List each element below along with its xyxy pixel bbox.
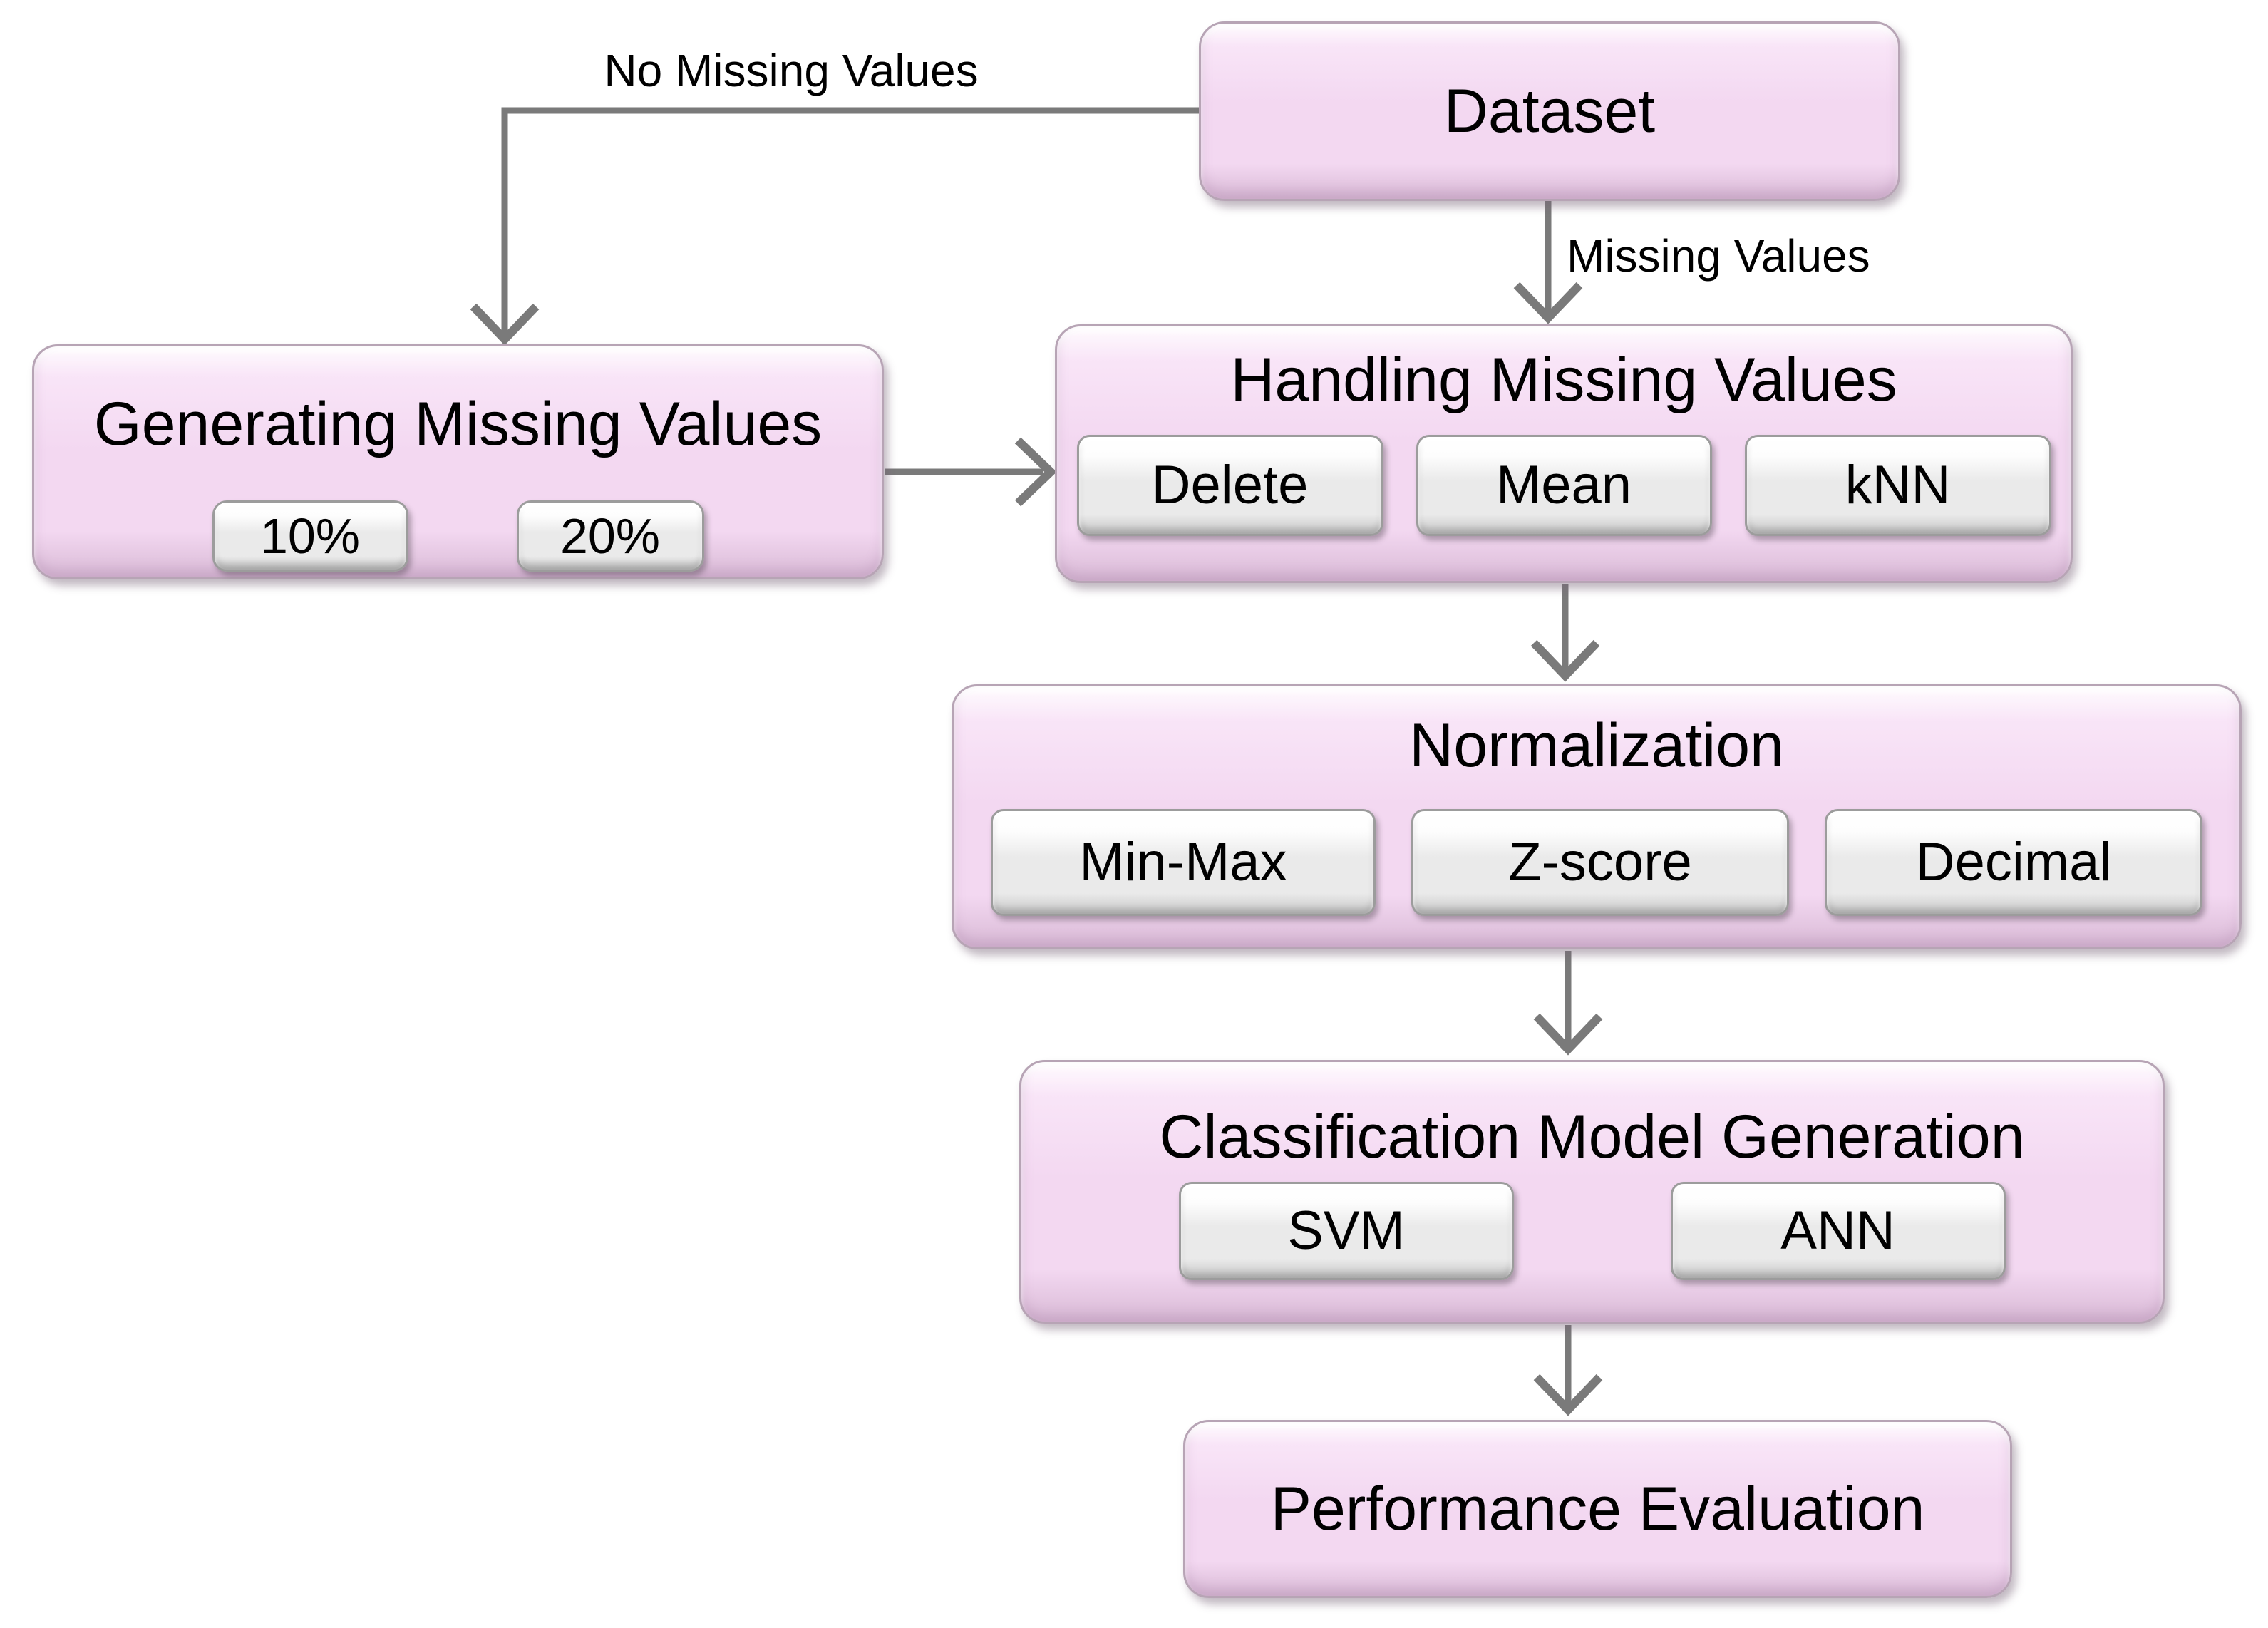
- option-min-max: Min-Max: [991, 809, 1376, 916]
- generating-options-row: 10% 20%: [212, 500, 704, 572]
- arrowhead-generating-to-handling: [1014, 437, 1057, 507]
- arrowhead-dataset-to-handling: [1513, 282, 1583, 324]
- node-classification-model-generation: Classification Model Generation SVM ANN: [1019, 1060, 2165, 1324]
- arrowhead-handling-to-normalization: [1530, 639, 1600, 682]
- option-z-score: Z-score: [1411, 809, 1789, 916]
- node-dataset-label: Dataset: [1443, 77, 1656, 145]
- option-ann: ANN: [1670, 1182, 2006, 1280]
- option-mean: Mean: [1416, 435, 1712, 536]
- classification-options-row: SVM ANN: [1178, 1182, 2006, 1280]
- node-handling-label: Handling Missing Values: [1230, 346, 1897, 414]
- node-handling-missing-values: Handling Missing Values Delete Mean kNN: [1055, 324, 2073, 583]
- option-20-percent: 20%: [516, 500, 704, 572]
- node-classification-label: Classification Model Generation: [1159, 1103, 2025, 1171]
- handling-options-row: Delete Mean kNN: [1076, 435, 2051, 536]
- arrowhead-dataset-to-generating: [470, 303, 540, 346]
- option-decimal: Decimal: [1825, 809, 2202, 916]
- node-performance-evaluation: Performance Evaluation: [1183, 1420, 2012, 1598]
- option-knn: kNN: [1744, 435, 2051, 536]
- node-generating-label: Generating Missing Values: [93, 390, 823, 458]
- arrowhead-normalization-to-classification: [1533, 1013, 1603, 1056]
- node-normalization-label: Normalization: [1409, 711, 1784, 780]
- node-generating-missing-values: Generating Missing Values 10% 20%: [32, 344, 884, 579]
- option-10-percent: 10%: [212, 500, 408, 572]
- arrow-dataset-to-generating: [501, 107, 1199, 334]
- normalization-options-row: Min-Max Z-score Decimal: [991, 809, 2202, 916]
- node-performance-label: Performance Evaluation: [1270, 1475, 1925, 1543]
- option-svm: SVM: [1178, 1182, 1514, 1280]
- edge-label-missing-values: Missing Values: [1567, 230, 1870, 282]
- option-delete: Delete: [1076, 435, 1383, 536]
- node-dataset: Dataset: [1199, 21, 1900, 201]
- node-normalization: Normalization Min-Max Z-score Decimal: [952, 684, 2242, 949]
- edge-label-no-missing-values: No Missing Values: [604, 45, 979, 96]
- arrowhead-classification-to-performance: [1533, 1374, 1603, 1416]
